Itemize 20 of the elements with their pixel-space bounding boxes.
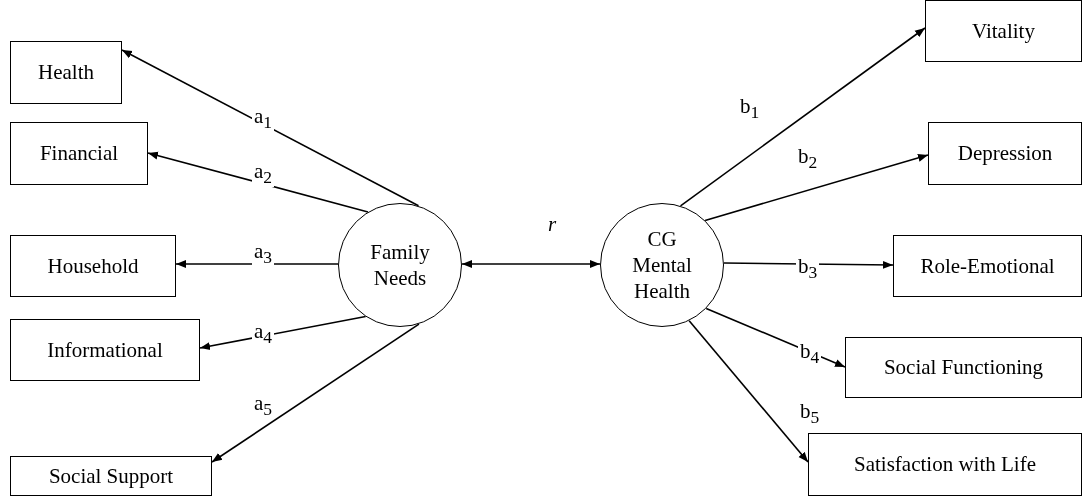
indicator-box: Household: [10, 235, 176, 297]
indicator-box: Informational: [10, 319, 200, 381]
indicator-box: Vitality: [925, 0, 1082, 62]
arrow: [121, 49, 420, 207]
latent-variable-circle: CG Mental Health: [600, 203, 724, 327]
arrow: [211, 323, 420, 463]
indicator-box: Social Support: [10, 456, 212, 496]
indicator-box: Health: [10, 41, 122, 104]
arrow: [679, 27, 926, 207]
arrow: [147, 151, 369, 213]
arrow: [199, 315, 367, 351]
arrow: [704, 154, 929, 222]
indicator-box: Role-Emotional: [893, 235, 1082, 297]
double-headed-arrow: [461, 260, 601, 268]
latent-variable-circle: Family Needs: [338, 203, 462, 327]
indicator-box: Depression: [928, 122, 1082, 185]
indicator-box: Financial: [10, 122, 148, 185]
arrow: [688, 319, 809, 463]
indicator-box: Social Functioning: [845, 337, 1082, 398]
indicator-box: Satisfaction with Life: [808, 433, 1082, 496]
